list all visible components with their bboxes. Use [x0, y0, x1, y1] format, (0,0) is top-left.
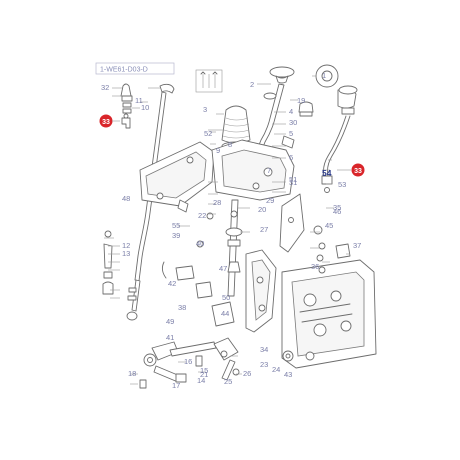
callout-4: 4: [289, 107, 293, 116]
callout-10: 10: [141, 103, 149, 112]
callout-37: 37: [353, 241, 361, 250]
callout-44: 44: [221, 309, 229, 318]
highlight-dot-right: [351, 163, 365, 177]
right-small-parts: [298, 101, 351, 274]
right-bracket: [279, 193, 305, 253]
callout-36: 36: [311, 262, 319, 271]
reference-box: 1-WE61-D03-D: [95, 62, 175, 75]
callout-20: 20: [258, 205, 266, 214]
highlight-marker-right[interactable]: 33: [351, 163, 365, 177]
callout-16: 16: [184, 357, 192, 366]
callout-8: 8: [228, 140, 232, 149]
callout-55: 55: [172, 221, 180, 230]
callout-46: 46: [333, 207, 341, 216]
gate-housing: [211, 135, 295, 201]
callout-39: 39: [172, 231, 180, 240]
leader-lines: [104, 75, 350, 385]
callout-28: 28: [213, 198, 221, 207]
reference-code: 1-WE61-D03-D: [100, 67, 148, 74]
switch-housing: [281, 259, 377, 369]
callout-42: 42: [168, 279, 176, 288]
callout-7: 7: [267, 166, 271, 175]
callout-32: 32: [101, 83, 109, 92]
callout-41: 41: [166, 333, 174, 342]
callout-49: 49: [166, 317, 174, 326]
callout-11: 11: [135, 96, 143, 105]
linkage-plate: [245, 249, 277, 333]
callout-40: 40: [196, 239, 204, 248]
callout-17: 17: [172, 381, 180, 390]
callout-50: 50: [222, 293, 230, 302]
callout-35: 35: [333, 203, 341, 212]
callout-34: 34: [260, 345, 268, 354]
callout-38: 38: [178, 303, 186, 312]
callout-23: 23: [260, 360, 268, 369]
callout-47: 47: [219, 264, 227, 273]
callout-12: 12: [122, 241, 130, 250]
mounting-plate: [139, 141, 215, 213]
callout-15: 15: [200, 366, 208, 375]
callout-24: 24: [272, 365, 280, 374]
callout-27: 27: [260, 225, 268, 234]
callout-6: 6: [289, 153, 293, 162]
callout-9: 9: [216, 146, 220, 155]
left-clips: [102, 230, 114, 295]
top-inset: [195, 69, 223, 93]
callout-31: 31: [289, 178, 297, 187]
callout-52: 52: [204, 129, 212, 138]
highlight-number-left: 33: [102, 119, 110, 126]
highlight-dot-left: [99, 114, 113, 128]
callout-51: 51: [289, 175, 297, 184]
micro-switches: [161, 212, 235, 327]
highlight-number-right: 33: [354, 168, 362, 175]
callout-1: 1: [322, 71, 326, 80]
callout-54: 54: [322, 168, 332, 178]
bottom-linkage: [139, 337, 315, 389]
callout-3: 3: [203, 105, 207, 114]
callout-19: 19: [297, 96, 305, 105]
callout-22: 22: [198, 211, 206, 220]
callout-48: 48: [122, 194, 130, 203]
callout-45: 45: [325, 221, 333, 230]
callout-13: 13: [122, 249, 130, 258]
rotary-knob: [315, 64, 339, 88]
callout-21: 21: [200, 370, 208, 379]
callout-18: 18: [128, 369, 136, 378]
callout-43: 43: [284, 370, 292, 379]
callout-30: 30: [289, 118, 297, 127]
left-knob-assembly: [120, 83, 133, 129]
callout-2: 2: [250, 80, 254, 89]
highlight-marker-left[interactable]: 33: [99, 114, 113, 128]
callout-14: 14: [197, 376, 205, 385]
callout-26: 26: [243, 369, 251, 378]
callout-5: 5: [289, 129, 293, 138]
callout-29: 29: [266, 196, 274, 205]
callout-25: 25: [224, 377, 232, 386]
central-shaft: [225, 199, 243, 297]
callout-labels: 1 2 3 4 5 6 7 8 9 10 11 12 13 14 15 16 1…: [101, 71, 361, 390]
callout-53: 53: [338, 180, 346, 189]
